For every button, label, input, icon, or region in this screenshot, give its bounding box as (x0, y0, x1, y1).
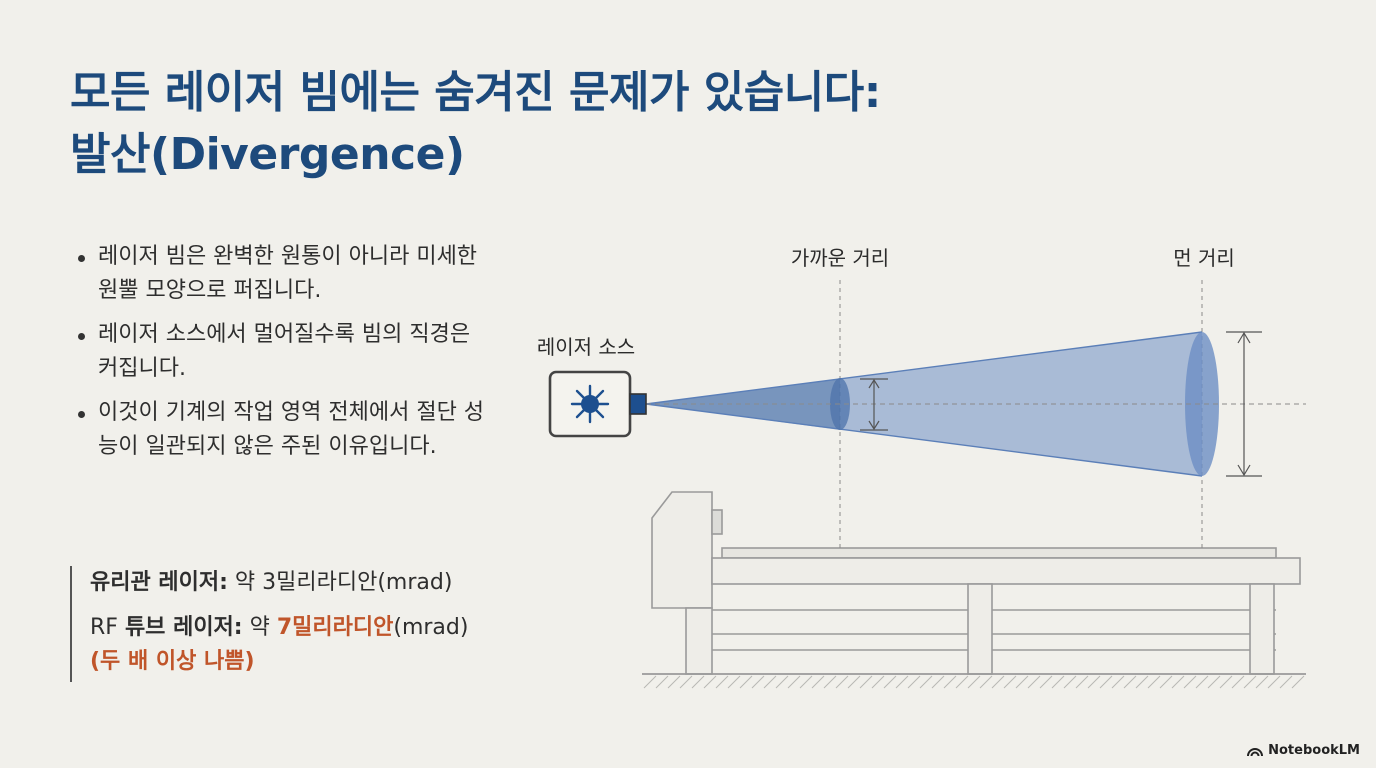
near-distance-label: 가까운 거리 (791, 246, 889, 270)
page-title-line2: 발산(Divergence) (70, 129, 465, 180)
divergence-comparison: 유리관 레이저: 약 3밀리라디안(mrad) RF 튜브 레이저: 약 7밀리… (70, 566, 530, 682)
floor-hatching (643, 675, 1305, 689)
beam-divergence-diagram: 레이저 소스 가까운 거리 먼 거리 (537, 246, 1306, 689)
notebooklm-logo-icon (1247, 747, 1264, 756)
far-diameter-dimension (1226, 331, 1262, 477)
rf-tube-value-highlight: 7밀리라디안 (276, 615, 394, 640)
rf-tube-label: 튜브 레이저: (124, 615, 243, 640)
rf-tube-value-suffix: (mrad) (393, 615, 469, 640)
machine-side-housing (651, 491, 713, 609)
beam-edge-top (645, 331, 1203, 405)
brand-watermark: NotebookLM (1247, 743, 1360, 758)
bullet-list: 레이저 빔은 완벽한 원통이 아니라 미세한 원뿔 모양으로 퍼집니다. 레이저… (76, 240, 496, 474)
near-diameter-dimension (860, 378, 888, 431)
far-dimension-arrow-up (1237, 331, 1251, 344)
far-dimension-arrow-down (1237, 464, 1251, 477)
machine-leg-middle (967, 583, 993, 675)
near-dimension-arrow-up (868, 378, 880, 389)
machine-side-knob (711, 509, 723, 535)
rf-tube-row: RF 튜브 레이저: 약 7밀리라디안(mrad) (두 배 이상 나쁨) (90, 611, 530, 679)
laser-burst-icon (570, 384, 610, 424)
cutting-machine (642, 491, 1306, 675)
far-distance-label: 먼 거리 (1173, 246, 1235, 270)
bullet-item-2: 레이저 소스에서 멀어질수록 빔의 직경은 커집니다. (76, 318, 496, 386)
floor-hatch-marks (643, 675, 1305, 689)
rf-tube-note: (두 배 이상 나쁨) (90, 649, 255, 674)
laser-source-nozzle (629, 393, 647, 415)
rf-tube-label-prefix: RF (90, 615, 125, 640)
bullet-item-3: 이것이 기계의 작업 영역 전체에서 절단 성능이 일관되지 않은 주된 이유입… (76, 396, 496, 464)
page-title: 모든 레이저 빔에는 숨겨진 문제가 있습니다: 발산(Divergence) (70, 62, 1070, 186)
bullet-item-1: 레이저 빔은 완벽한 원통이 아니라 미세한 원뿔 모양으로 퍼집니다. (76, 240, 496, 308)
page-title-line1: 모든 레이저 빔에는 숨겨진 문제가 있습니다: (70, 67, 881, 118)
laser-beam-cone-near-section (646, 379, 840, 430)
machine-gantry-rail (711, 557, 1301, 585)
glass-tube-label: 유리관 레이저: (90, 570, 228, 595)
laser-source-label: 레이저 소스 (537, 335, 635, 359)
glass-tube-value: 약 3밀리라디안(mrad) (227, 570, 453, 595)
laser-beam-cone (646, 332, 1202, 476)
far-beam-cross-section (1185, 332, 1219, 476)
brand-name: NotebookLM (1268, 743, 1360, 758)
machine-work-bed (721, 547, 1277, 559)
beam-edge-bottom (645, 403, 1203, 477)
machine-leg-left (685, 607, 713, 675)
glass-tube-row: 유리관 레이저: 약 3밀리라디안(mrad) (90, 566, 530, 600)
near-dimension-arrow-down (868, 420, 880, 431)
machine-leg-right (1249, 583, 1275, 675)
rf-tube-value-prefix: 약 (242, 615, 277, 640)
laser-source-device (548, 370, 647, 438)
